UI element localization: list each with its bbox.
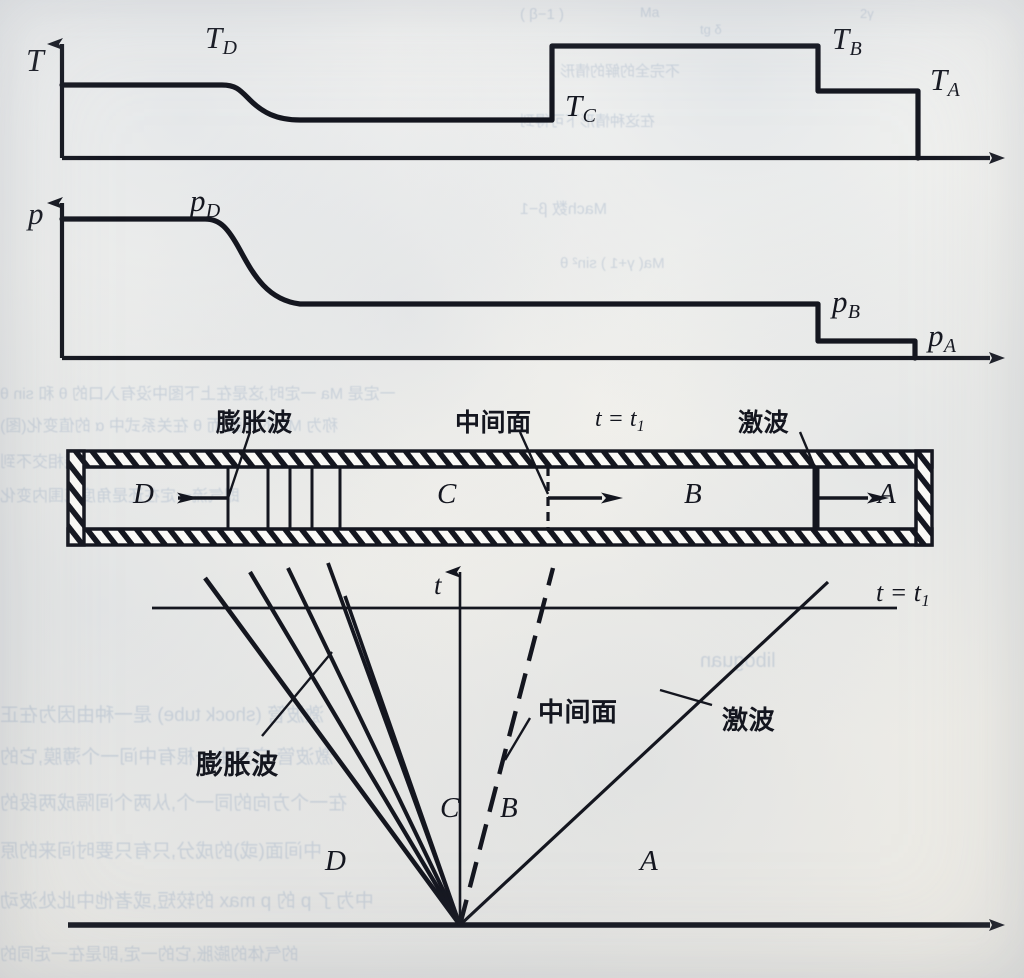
xt-contact-surface-label: 中间面 xyxy=(538,698,618,728)
pressure-curve xyxy=(59,216,918,361)
temperature-axis-label: T xyxy=(26,42,44,78)
label-pD-sub: D xyxy=(205,200,221,223)
label-TA-base: T xyxy=(930,62,948,97)
label-pD: pD xyxy=(190,183,220,223)
tube-shock-wave-label: 激波 xyxy=(738,408,790,437)
label-pB-base: p xyxy=(832,284,848,319)
xt-t1-label: t = t1 xyxy=(876,578,930,611)
label-TD-base: T xyxy=(205,20,223,55)
xt-time-axis-label: t xyxy=(434,570,442,600)
tube-contact-surface-label: 中间面 xyxy=(455,408,532,437)
label-pB: pB xyxy=(832,284,860,324)
xt-t1-label-base: t = t xyxy=(876,578,921,607)
xt-diagram xyxy=(68,562,1005,931)
label-pA-base: p xyxy=(928,318,944,353)
tube-time-marker-sub: 1 xyxy=(636,417,645,435)
xt-region-D: D xyxy=(325,845,346,877)
label-TC-base: T xyxy=(565,88,583,123)
tube-region-B: B xyxy=(684,478,702,510)
label-TB: TB xyxy=(832,21,862,61)
xt-shock-wave-label: 激波 xyxy=(722,706,776,736)
shock-line-xt xyxy=(458,580,830,927)
xt-region-C: C xyxy=(440,792,460,824)
xt-t1-label-sub: 1 xyxy=(921,591,930,611)
contact-surface-line-xt xyxy=(457,567,556,926)
xt-expansion-wave-label: 膨胀波 xyxy=(196,750,279,781)
xt-region-B: B xyxy=(500,792,518,824)
label-TC: TC xyxy=(565,88,596,128)
temperature-curve xyxy=(59,43,921,161)
label-TC-sub: C xyxy=(582,105,596,128)
tube-time-marker: t = t1 xyxy=(595,406,645,436)
label-TB-sub: B xyxy=(849,38,862,61)
tube-region-D: D xyxy=(133,478,154,510)
shock-tube-drawing xyxy=(66,431,934,547)
label-TB-base: T xyxy=(832,21,850,56)
label-pA: pA xyxy=(928,318,956,358)
label-pA-sub: A xyxy=(943,335,957,358)
label-TA-sub: A xyxy=(947,79,960,102)
tube-region-C: C xyxy=(437,478,457,510)
tube-region-A: A xyxy=(878,478,896,510)
label-TD-sub: D xyxy=(222,37,237,60)
label-pB-sub: B xyxy=(847,301,861,324)
pressure-axis-label: p xyxy=(28,196,44,231)
tube-expansion-wave-label: 膨胀波 xyxy=(216,408,293,437)
pressure-axes xyxy=(47,197,1005,364)
xt-region-A: A xyxy=(640,845,658,877)
temperature-axes xyxy=(47,38,1005,164)
tube-time-marker-base: t = t xyxy=(595,406,637,432)
label-TD: TD xyxy=(205,20,237,60)
label-pD-base: p xyxy=(190,183,206,218)
label-TA: TA xyxy=(930,62,960,102)
